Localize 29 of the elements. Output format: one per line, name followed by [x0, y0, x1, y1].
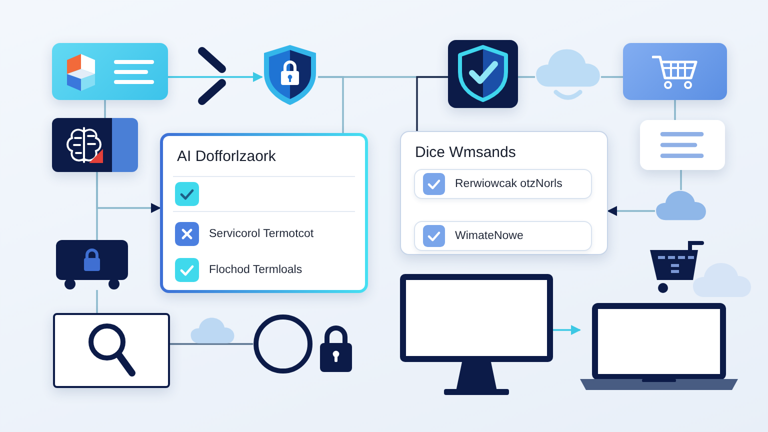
arrow	[168, 72, 263, 82]
item-label: Servicorol Termotcot	[209, 227, 315, 242]
item-label: WimateNowe	[455, 229, 524, 244]
arrow	[553, 325, 581, 335]
connector-line	[170, 343, 253, 345]
connector-line	[318, 76, 344, 133]
security-tile	[448, 40, 518, 108]
note-card	[640, 120, 725, 170]
connector-line	[674, 100, 676, 120]
search-panel	[53, 313, 170, 388]
app-card	[52, 43, 168, 100]
connector-line	[680, 170, 682, 190]
connector-line	[96, 172, 98, 240]
cart-card	[623, 43, 727, 100]
checklist-row	[414, 169, 592, 199]
connector-line	[96, 290, 98, 313]
item-label: Rerwiowcak otzNorls	[455, 177, 564, 192]
checklist-card	[160, 133, 368, 293]
connector-line	[416, 76, 448, 131]
brain-card	[52, 118, 138, 172]
connector-line	[601, 76, 623, 78]
connector-line	[518, 76, 535, 78]
arrow	[607, 206, 655, 216]
card-title: Dice Wmsands	[415, 144, 516, 161]
connector-line	[104, 100, 106, 118]
item-label: Flochod Termloals	[209, 263, 304, 278]
checklist-card	[400, 131, 608, 255]
checklist-row	[414, 221, 592, 251]
card-title: AI Dofforlzaork	[177, 148, 276, 165]
